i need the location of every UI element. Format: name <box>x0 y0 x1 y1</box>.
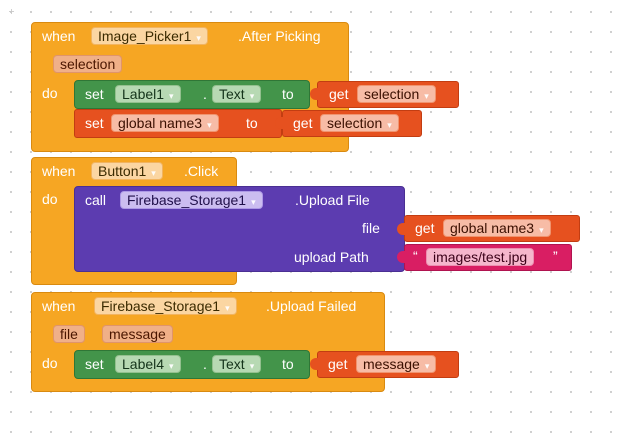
dropdown-arrow-icon: ▾ <box>249 361 255 371</box>
component-dropdown[interactable]: Image_Picker1 ▾ <box>91 27 208 45</box>
message-name: message <box>363 356 420 372</box>
label1-dropdown[interactable]: Label1 ▾ <box>115 85 181 103</box>
component-name: Image_Picker1 <box>98 28 192 44</box>
selection-name: selection <box>364 86 420 102</box>
get-keyword: get <box>329 86 349 102</box>
socket-notch <box>310 88 318 100</box>
get-keyword: get <box>328 356 348 372</box>
set-keyword: set <box>85 86 104 102</box>
selection-dropdown[interactable]: selection ▾ <box>357 85 436 103</box>
dropdown-arrow-icon: ▾ <box>169 91 174 101</box>
set-label4-text-block[interactable] <box>74 350 310 379</box>
socket-notch <box>310 358 318 370</box>
open-quote: “ <box>413 248 418 264</box>
component-name: Button1 <box>98 163 147 179</box>
dropdown-arrow-icon: ▾ <box>225 303 230 313</box>
component-name: Firebase_Storage1 <box>127 192 247 208</box>
global-name3-dropdown[interactable]: global name3 ▾ <box>111 114 219 132</box>
param-message[interactable]: message <box>102 325 173 343</box>
dot: . <box>203 86 207 102</box>
param-selection[interactable]: selection <box>53 55 123 73</box>
to-keyword: to <box>282 86 294 102</box>
component-name: Firebase_Storage1 <box>101 298 221 314</box>
dropdown-arrow-icon: ▾ <box>207 120 212 130</box>
firebase-storage1-dropdown[interactable]: Firebase_Storage1 ▾ <box>120 191 263 209</box>
dropdown-arrow-icon: ▾ <box>196 33 201 43</box>
text-property-dropdown[interactable]: Text ▾ <box>212 85 262 103</box>
to-keyword: to <box>282 356 294 372</box>
property-name: Text <box>219 86 245 102</box>
do-label: do <box>42 355 58 371</box>
variable-name: global name3 <box>118 115 203 131</box>
socket-notch <box>397 251 405 263</box>
call-keyword: call <box>85 192 107 208</box>
method-name: .Upload File <box>295 192 370 208</box>
set-keyword: set <box>85 115 104 131</box>
path-text-field[interactable]: images/test.jpg <box>426 248 535 266</box>
when-label: when <box>42 28 76 44</box>
dot: . <box>203 356 207 372</box>
do-label: do <box>42 85 58 101</box>
dropdown-arrow-icon: ▾ <box>424 361 430 371</box>
close-quote: ” <box>553 248 558 264</box>
when-label: when <box>42 163 76 179</box>
when-label: when <box>42 298 76 314</box>
to-keyword: to <box>246 115 258 131</box>
socket-notch <box>275 117 283 129</box>
text-property-dropdown[interactable]: Text ▾ <box>212 355 262 373</box>
get-keyword: get <box>415 220 435 236</box>
dropdown-arrow-icon: ▾ <box>169 361 174 371</box>
get-keyword: get <box>293 115 313 131</box>
button1-dropdown[interactable]: Button1 ▾ <box>91 162 163 180</box>
message-dropdown[interactable]: message ▾ <box>356 355 437 373</box>
dropdown-arrow-icon: ▾ <box>249 91 255 101</box>
param-file[interactable]: file <box>53 325 85 343</box>
dropdown-arrow-icon: ▾ <box>424 91 429 101</box>
set-label1-text-block[interactable] <box>74 80 310 109</box>
firebase-storage1-dropdown[interactable]: Firebase_Storage1 ▾ <box>94 297 237 315</box>
do-label: do <box>42 191 58 207</box>
global-name3-dropdown[interactable]: global name3 ▾ <box>443 219 551 237</box>
event-name: .After Picking <box>238 28 321 44</box>
socket-notch <box>397 223 405 235</box>
set-keyword: set <box>85 356 104 372</box>
arg-file-label: file <box>362 220 380 236</box>
selection-name: selection <box>327 115 383 131</box>
variable-name: global name3 <box>450 220 535 236</box>
arg-upload-path-label: upload Path <box>294 249 369 265</box>
event-name: .Click <box>184 163 219 179</box>
selection-dropdown[interactable]: selection ▾ <box>320 114 399 132</box>
property-name: Text <box>219 356 245 372</box>
label4-dropdown[interactable]: Label4 ▾ <box>115 355 181 373</box>
label4-name: Label4 <box>122 356 165 372</box>
dropdown-arrow-icon: ▾ <box>151 168 156 178</box>
event-name: .Upload Failed <box>266 298 357 314</box>
dropdown-arrow-icon: ▾ <box>539 225 544 235</box>
dropdown-arrow-icon: ▾ <box>387 120 392 130</box>
dropdown-arrow-icon: ▾ <box>251 197 256 207</box>
label1-name: Label1 <box>122 86 165 102</box>
